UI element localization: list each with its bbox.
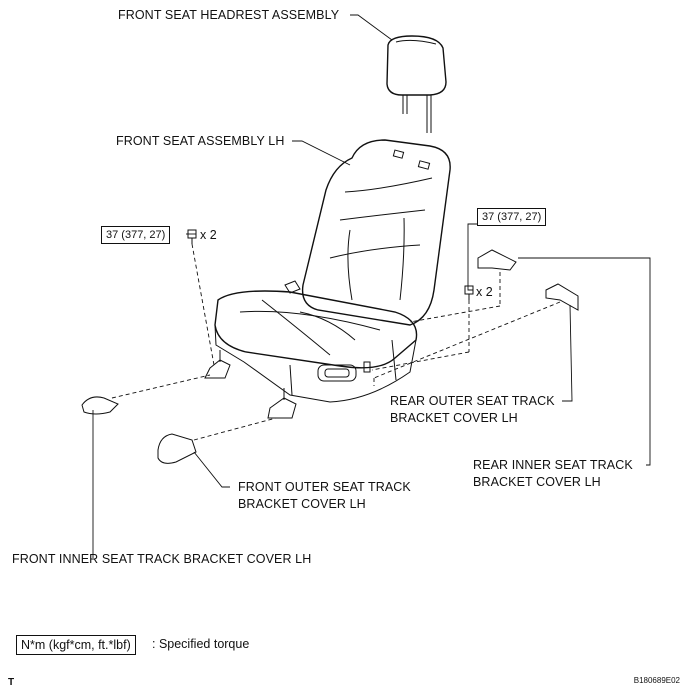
left-bolt-qty: x 2 [200,228,217,242]
front-inner-label: FRONT INNER SEAT TRACK BRACKET COVER LH [12,552,312,566]
corner-mark: T [8,677,15,688]
front-outer-cover-drawing [157,433,197,464]
dashed-guides [111,243,561,441]
right-torque-box: 37 (377, 27) [477,208,547,226]
headrest-drawing [386,35,447,133]
seat-drawing [204,139,451,419]
right-bolt [464,285,474,300]
rear-inner-cover-drawing [545,283,579,311]
rear-inner-label-line1: REAR INNER SEAT TRACK [473,458,633,472]
legend-unit-box: N*m (kgf*cm, ft.*lbf) [16,635,136,655]
rear-outer-label-line1: REAR OUTER SEAT TRACK [390,394,555,408]
front-outer-label-line1: FRONT OUTER SEAT TRACK [238,480,411,494]
left-torque-box: 37 (377, 27) [101,226,171,244]
right-bolt-qty: x 2 [476,285,493,299]
rear-inner-label-line2: BRACKET COVER LH [473,475,601,489]
left-bolt [187,229,197,244]
front-outer-label-line2: BRACKET COVER LH [238,497,366,511]
headrest-label: FRONT SEAT HEADREST ASSEMBLY [118,8,340,22]
rear-outer-label-line2: BRACKET COVER LH [390,411,518,425]
leader-lines [92,14,651,558]
rear-outer-cover-drawing [477,249,517,271]
front-inner-cover-drawing [81,396,119,415]
seat-assembly-label: FRONT SEAT ASSEMBLY LH [116,134,285,148]
figure-code: B180689E02 [633,676,680,685]
legend-description: : Specified torque [152,637,250,651]
